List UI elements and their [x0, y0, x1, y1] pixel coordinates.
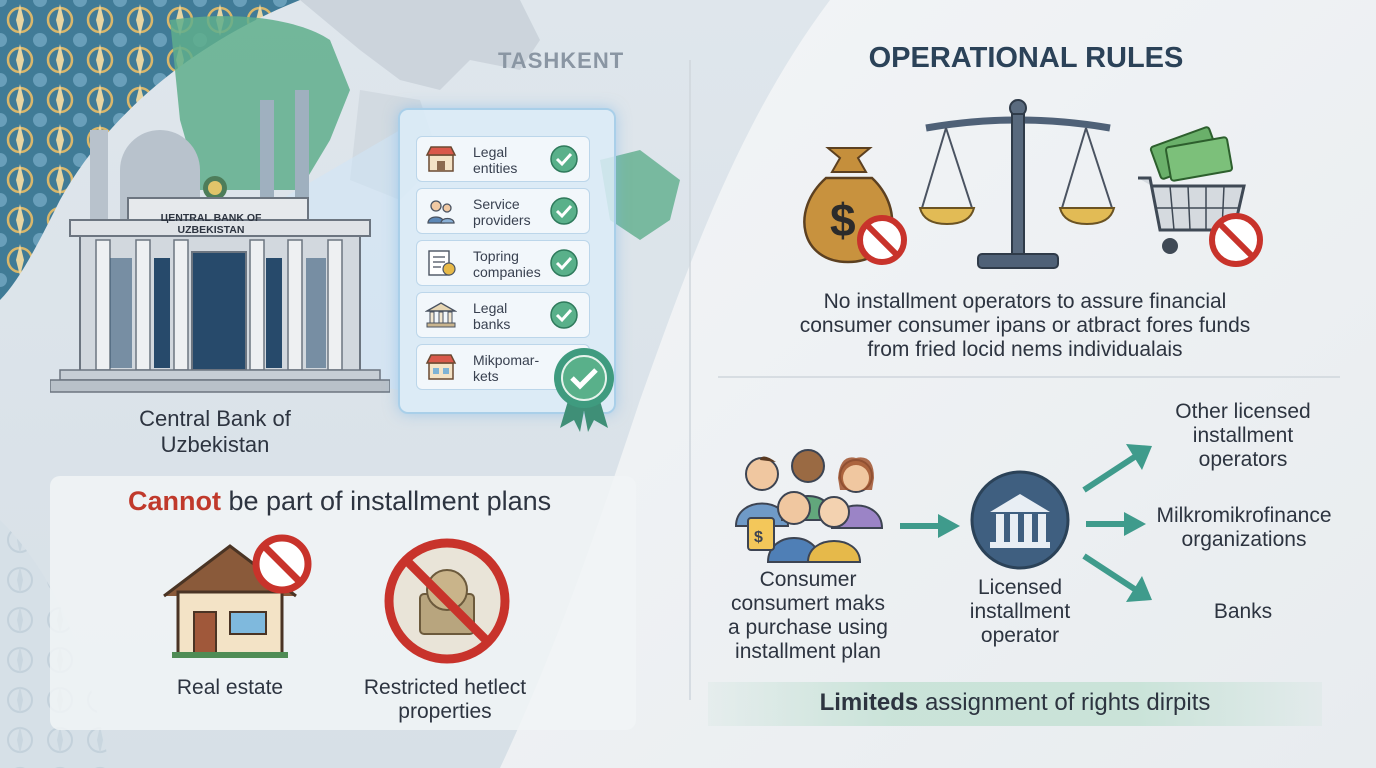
real-estate-label: Real estate [176, 676, 284, 699]
restricted-properties-line1: Restricted hetlect [363, 676, 527, 699]
prohibited-property-icon [384, 538, 510, 664]
central-bank-building-illustration [50, 90, 390, 393]
arrow-right-icon [900, 514, 960, 538]
restrictions-title-highlight: Cannot [128, 486, 221, 516]
check-icon [550, 197, 578, 225]
operator-label: Licensed installment operator [969, 576, 1071, 647]
document-icon [428, 250, 456, 276]
check-icon [550, 145, 578, 173]
svg-text:$: $ [830, 194, 856, 246]
bank-caption-line2: Uzbekistan [160, 432, 270, 457]
rules-text-line3: from fried locid nems individualais [867, 338, 1183, 361]
footer-text-rest: assignment of rights dirpits [918, 689, 1211, 716]
footer-bar [708, 682, 1322, 726]
rules-text-line2: consumer consumer ipans or atbract fores… [799, 314, 1251, 337]
bank-caption: Central Bank of Uzbekistan [100, 406, 330, 458]
restrictions-card [50, 476, 636, 730]
bank-icon [425, 302, 457, 328]
footer-text-bold: Limiteds [819, 689, 919, 716]
bank-sign: ЦENTRAL BANK OF UZBEKISTAN [160, 212, 262, 236]
rules-text-line1: No installment operators to assure finan… [823, 290, 1227, 313]
check-icon [550, 301, 578, 329]
house-icon [163, 534, 312, 658]
shop-icon [425, 146, 457, 172]
people-icon [427, 200, 455, 224]
check-icon [550, 249, 578, 277]
restricted-properties-line2: properties [398, 700, 492, 723]
arrow-down-right-icon [1082, 553, 1152, 602]
money-bag-prohibited-icon: $ [803, 147, 907, 265]
rules-text: No installment operators to assure finan… [740, 290, 1310, 362]
footer-text: Limiteds assignment of rights dirpits [708, 689, 1322, 717]
arrow-up-right-icon [1082, 444, 1152, 493]
registry-row-label: Mikpomar-kets [473, 352, 540, 384]
target-banks: Banks [1213, 600, 1273, 623]
consumer-label: Consumer consumert maks a purchase using… [728, 568, 888, 663]
restricted-properties-label: Restricted hetlect properties [340, 676, 550, 724]
arrow-right-icon [1086, 512, 1146, 536]
shopping-cart-prohibited-icon [1138, 126, 1263, 267]
target-other-operators: Other licensed installment operators [1175, 400, 1311, 471]
consumer-group-icon: $ [734, 449, 884, 563]
market-icon [425, 354, 457, 380]
bank-caption-line1: Central Bank of [139, 406, 291, 431]
svg-text:$: $ [754, 529, 763, 546]
restrictions-title: Cannot be part of installment plans [128, 486, 551, 517]
licensed-operator-icon [970, 470, 1070, 570]
rules-heading: OPERATIONAL RULES [868, 42, 1184, 74]
target-microfinance: Milkromikrofinance organizations [1156, 504, 1332, 551]
approval-badge-icon [554, 348, 614, 432]
map-city-label: TASHKENT [498, 48, 625, 73]
restrictions-title-rest: be part of installment plans [220, 486, 552, 516]
scales-of-justice-icon [918, 99, 1116, 269]
